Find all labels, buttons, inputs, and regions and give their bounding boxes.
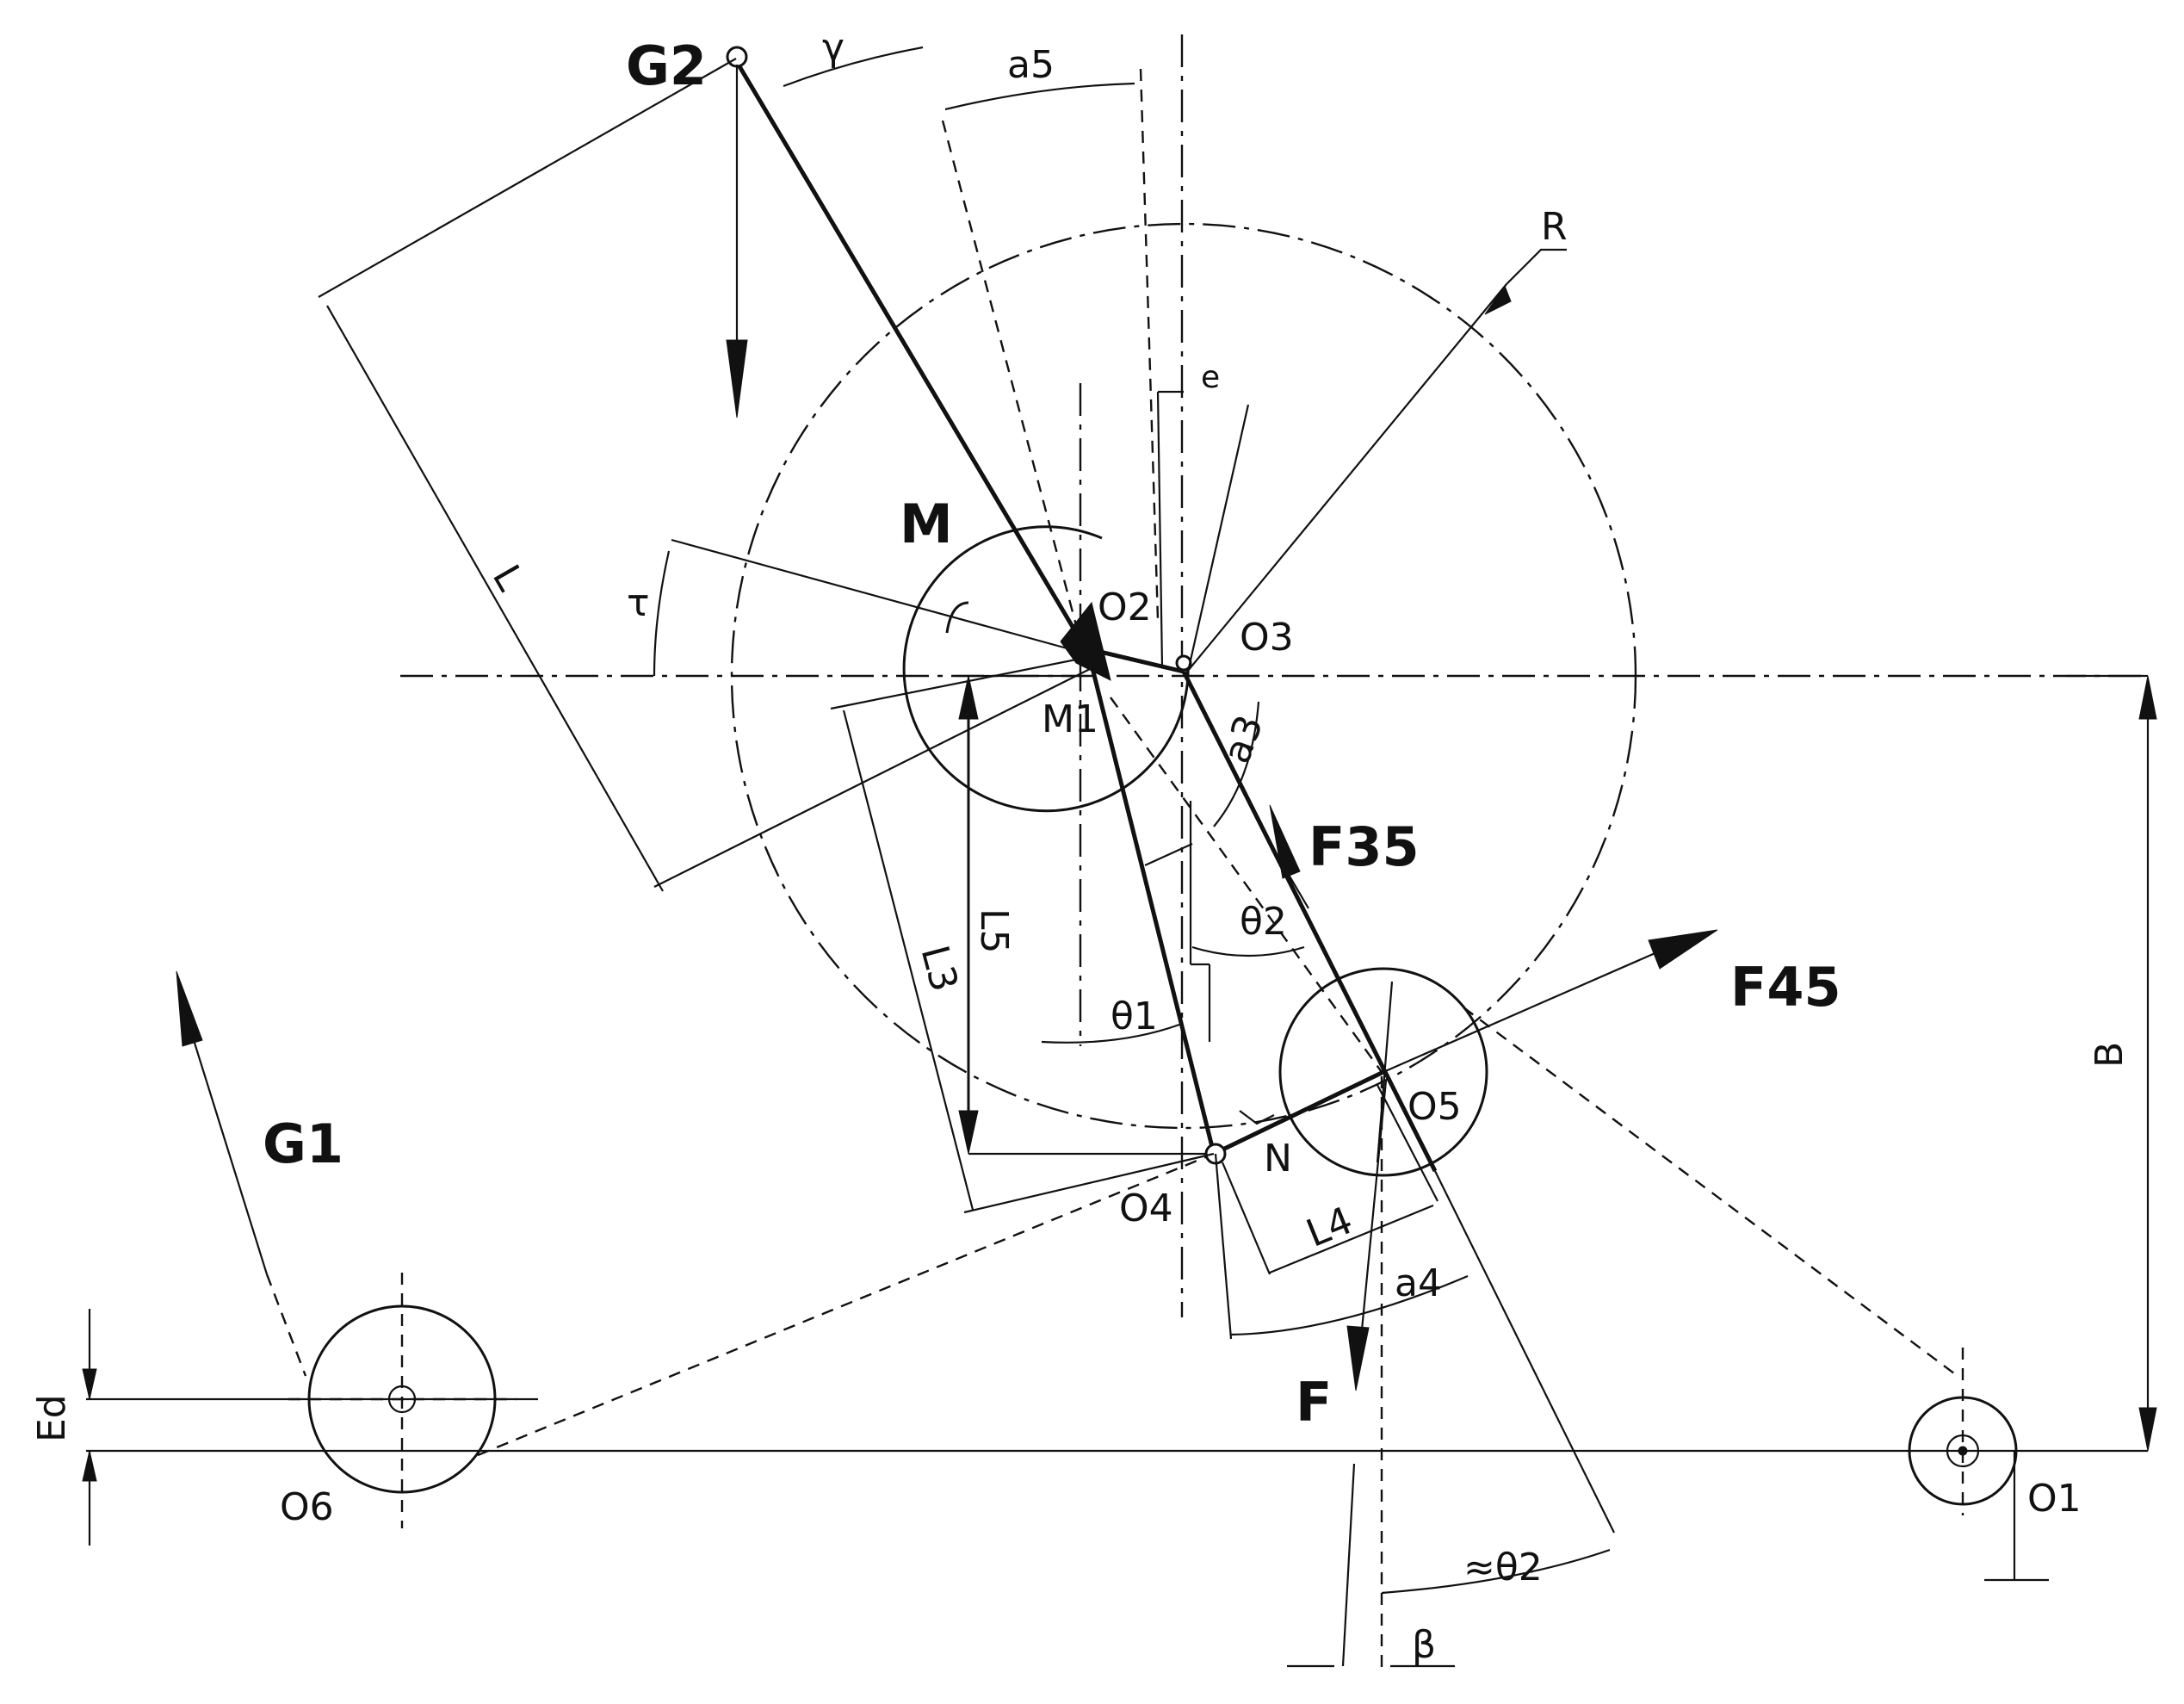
r-arrowhead: [1484, 284, 1512, 315]
label-r: R: [1541, 205, 1568, 249]
f-force-line: [1358, 1080, 1388, 1348]
l5-arrow-top: [958, 675, 979, 720]
wheel-o5: [1278, 967, 1488, 1177]
f35-arrowhead: [1269, 804, 1301, 879]
label-o4: O4: [1119, 1187, 1173, 1230]
tau-arc: [653, 550, 671, 677]
f35-perp-1: [1144, 842, 1193, 867]
label-l: L: [484, 558, 533, 598]
l5-arrow-bottom: [958, 1110, 979, 1155]
tau-ray: [671, 538, 1090, 656]
label-l4: L4: [1301, 1199, 1359, 1256]
label-m: M: [900, 493, 953, 555]
r-leader-tail: [1506, 248, 1567, 285]
ed-arrow-lower: [82, 1450, 97, 1482]
label-ed: Ed: [30, 1394, 74, 1442]
theta1-arc: [1041, 1023, 1180, 1044]
label-l5: L5: [972, 908, 1016, 954]
gamma-arc: [783, 46, 924, 88]
dashed-l-top: [941, 120, 1082, 642]
ed-arrow-upper: [82, 1368, 97, 1400]
l4-dimension-line: [1269, 1204, 1434, 1274]
e-line-2: [1186, 404, 1250, 672]
label-tau: τ: [627, 581, 650, 625]
label-gamma: γ: [822, 26, 845, 70]
label-f: F: [1296, 1371, 1332, 1434]
label-approx-theta2: ≈θ2: [1463, 1546, 1543, 1589]
label-o2: O2: [1098, 586, 1152, 629]
label-o5: O5: [1408, 1085, 1462, 1129]
link-o3-o5: [1181, 670, 1438, 1173]
label-l3: L3: [913, 941, 967, 996]
link-g2-m1: [729, 52, 1092, 656]
label-e: e: [1201, 360, 1220, 395]
link-m1-o4: [1086, 654, 1216, 1155]
label-n: N: [1264, 1137, 1292, 1180]
b-arrow-bottom: [2138, 1407, 2157, 1452]
joint-g2: [726, 46, 748, 68]
b-arrow-top: [2138, 675, 2157, 720]
label-o1: O1: [2027, 1477, 2082, 1521]
label-theta1: θ1: [1111, 995, 1158, 1038]
a5-arc: [944, 82, 1135, 111]
label-b: B: [2088, 1042, 2131, 1068]
o2-circle: [902, 525, 1190, 813]
label-a3: a3: [1215, 709, 1272, 769]
dashed-a5: [1139, 68, 1160, 621]
label-beta: β: [1412, 1623, 1436, 1667]
dashed-m1-o5: [1110, 697, 1383, 1073]
label-f35: F35: [1309, 815, 1420, 878]
label-theta2: θ2: [1240, 900, 1287, 944]
a3-arc: [1213, 701, 1260, 827]
r-leader: [1183, 283, 1507, 677]
dashed-o5-o1: [1463, 1007, 1955, 1374]
m-moment-arc: [945, 601, 969, 634]
label-o3: O3: [1240, 616, 1294, 660]
approx-theta2-arc: [1381, 1548, 1611, 1595]
a4-ext: [1214, 1153, 1233, 1340]
l3-dimension-line: [842, 709, 974, 1211]
label-f45: F45: [1730, 956, 1841, 1019]
label-a5: a5: [1007, 43, 1055, 87]
label-a4: a4: [1395, 1261, 1442, 1305]
l4-ext-1: [1221, 1162, 1271, 1275]
dashed-g1: [265, 1273, 307, 1377]
label-o6: O6: [280, 1485, 334, 1529]
l-dimension-top-ext: [318, 58, 737, 298]
a4-arc: [1230, 1274, 1469, 1336]
label-g2: G2: [626, 34, 707, 97]
link-o5-ext: [1434, 1170, 1615, 1534]
f-arrowhead: [1346, 1325, 1370, 1391]
l3-top-ext: [830, 655, 1090, 710]
m1-joint-block: [1060, 601, 1111, 681]
f45-arrowhead: [1648, 929, 1718, 970]
g2-arrowhead: [726, 339, 748, 418]
g1-force-arrow: [179, 998, 269, 1275]
radius-r-circle: [730, 222, 1637, 1130]
f45-force-line: [1383, 941, 1680, 1074]
theta2-arc: [1191, 945, 1305, 957]
l4-ext-2: [1377, 1084, 1438, 1202]
l3-bottom-ext: [963, 1152, 1215, 1214]
link-o4-o5: [1212, 1069, 1385, 1156]
label-m1: M1: [1042, 697, 1098, 741]
right-angle-n: [1239, 1110, 1275, 1125]
beta-ray: [1341, 1463, 1356, 1667]
l-dimension-bottom-ext: [653, 662, 1103, 888]
e-line-1: [1156, 391, 1164, 668]
l-dimension-line: [326, 305, 664, 892]
label-g1: G1: [263, 1112, 343, 1175]
dashed-o6-o4: [477, 1152, 1215, 1457]
g1-arrowhead: [176, 970, 203, 1047]
